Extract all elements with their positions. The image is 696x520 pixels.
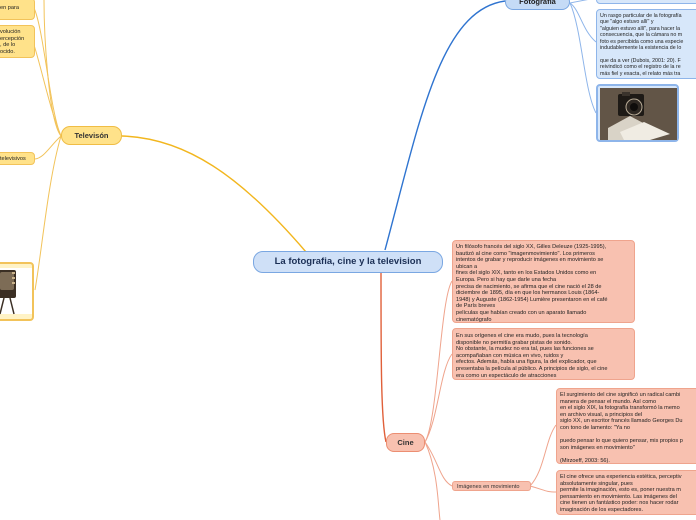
cine-sub-note-2[interactable]: El cine ofrece una experiencia estética,… [556, 470, 696, 515]
television-image-card[interactable] [0, 262, 34, 321]
cine-note-2-text: En sus orígenes el cine era mudo, pues l… [456, 333, 608, 379]
cine-note-1-text: Un filósofo francés del siglo XX, Gilles… [456, 244, 608, 323]
television-note-1-text: en para [0, 5, 19, 11]
fotografia-note-text: Un rasgo particular de la fotografía que… [600, 13, 684, 77]
television-note-2-text: volución ercepción , de lo ocido. [0, 29, 25, 55]
vintage-television-icon [0, 268, 32, 315]
television-note-3-text: televisivos [0, 156, 26, 162]
television-note-2[interactable]: volución ercepción , de lo ocido. [0, 25, 35, 58]
central-topic[interactable]: La fotografia, cine y la television [253, 251, 443, 273]
connector-central-television [121, 135, 307, 253]
connector-central-cine [380, 271, 387, 443]
cine-sub-note-2-text: El cine ofrece una experiencia estética,… [560, 474, 682, 513]
vintage-camera-icon [600, 88, 677, 140]
cine-topic[interactable]: Cine [386, 433, 425, 452]
connector-central-fotografia [384, 0, 506, 251]
cine-note-1[interactable]: Un filósofo francés del siglo XX, Gilles… [452, 240, 635, 323]
fotografia-note[interactable]: Un rasgo particular de la fotografía que… [596, 9, 696, 79]
television-topic[interactable]: Televisón [61, 126, 122, 145]
fotografia-top-card[interactable] [596, 0, 696, 4]
television-note-1[interactable]: en para [0, 0, 35, 20]
cine-sub-label[interactable]: Imágenes en movimiento [452, 481, 531, 491]
cine-sub-note-1-text: El surgimiento del cine significó un rad… [560, 392, 683, 464]
fotografia-topic[interactable]: Fotografía [505, 0, 570, 10]
fotografia-image-card[interactable] [596, 84, 679, 142]
television-note-3[interactable]: televisivos [0, 152, 35, 165]
cine-note-2[interactable]: En sus orígenes el cine era mudo, pues l… [452, 328, 635, 380]
cine-sub-note-1[interactable]: El surgimiento del cine significó un rad… [556, 388, 696, 464]
